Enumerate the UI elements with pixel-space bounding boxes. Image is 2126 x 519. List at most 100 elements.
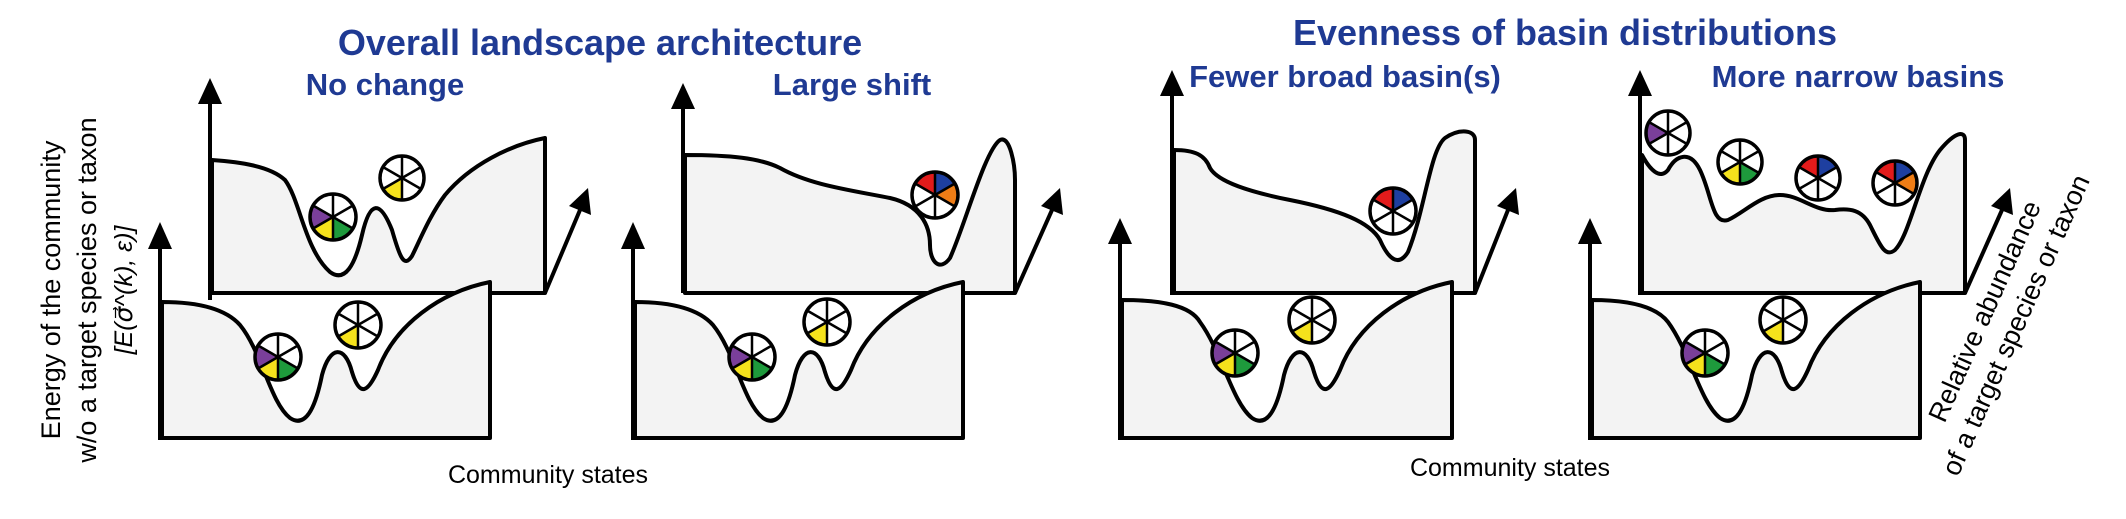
wheel-sector-orange <box>935 183 959 207</box>
wheel-divider <box>1648 131 1669 146</box>
wheel-divider <box>382 165 403 180</box>
wheel-divider <box>1894 181 1915 196</box>
wheel-divider <box>312 215 334 230</box>
wheel-divider <box>914 182 936 197</box>
fewer-broad-heading: Fewer broad basin(s) <box>1189 59 1501 94</box>
wheel-divider <box>1798 176 1819 191</box>
wheel-divider <box>751 355 773 370</box>
wheel-divider <box>1234 351 1256 366</box>
panel-large-shift <box>621 83 1063 440</box>
wheel-divider <box>1392 209 1414 224</box>
wheel-sector-purple <box>1681 341 1705 365</box>
wheel-divider <box>1234 340 1256 355</box>
wheel-divider <box>1704 340 1726 355</box>
wheel-outline <box>1758 295 1808 345</box>
depth-axis <box>1013 209 1054 294</box>
wheel-no-change-front-right <box>333 300 383 350</box>
front-landscape <box>160 280 492 440</box>
wheel-divider <box>357 323 379 338</box>
wheel-divider <box>1762 318 1784 333</box>
wheel-divider <box>1684 340 1706 355</box>
y-axis-label-line1: Energy of the community <box>36 140 66 439</box>
wheel-more-narrow-back-4 <box>1871 159 1919 207</box>
wheel-sector-white <box>1873 172 1895 194</box>
wheel-sector-white <box>1235 341 1259 365</box>
back-y-arrowhead <box>1160 70 1184 96</box>
wheel-sector-white <box>1718 151 1740 173</box>
wheel-outline <box>308 192 358 242</box>
wheel-divider <box>1372 198 1394 213</box>
wheel-sector-white <box>333 205 357 229</box>
wheel-divider <box>1720 160 1741 175</box>
wheel-outline <box>1794 154 1842 202</box>
wheel-more-narrow-front-right <box>1758 295 1808 345</box>
wheel-sector-purple <box>254 345 278 369</box>
wheel-outline <box>910 170 960 220</box>
wheel-sector-white <box>1759 308 1783 332</box>
wheel-outline <box>1680 328 1730 378</box>
front-landscape <box>1590 280 1922 440</box>
wheel-sector-white <box>1783 308 1807 332</box>
wheel-divider <box>1817 165 1838 180</box>
wheel-sector-purple <box>309 205 333 229</box>
wheel-divider <box>357 312 379 327</box>
no-change-heading: No change <box>306 67 464 102</box>
depth-axis <box>1963 209 2004 294</box>
wheel-divider <box>401 176 422 191</box>
wheel-sector-purple <box>1211 341 1235 365</box>
wheel-divider <box>312 204 334 219</box>
wheel-sector-white <box>1369 199 1393 223</box>
wheel-outline <box>802 297 852 347</box>
front-y-arrowhead <box>148 222 172 249</box>
wheel-sector-white <box>334 313 358 337</box>
wheel-divider <box>1291 318 1313 333</box>
wheel-more-narrow-back-3 <box>1794 154 1842 202</box>
wheel-sector-purple <box>728 345 752 369</box>
wheel-divider <box>401 165 422 180</box>
wheel-divider <box>1704 351 1726 366</box>
back-landscape <box>1640 132 1967 295</box>
wheel-divider <box>1782 318 1804 333</box>
wheel-sector-white <box>380 167 402 189</box>
wheel-more-narrow-back-2 <box>1716 138 1764 186</box>
wheel-divider <box>337 312 359 327</box>
wheel-no-change-front-left <box>253 332 303 382</box>
wheel-divider <box>1372 209 1394 224</box>
wheel-divider <box>1817 176 1838 191</box>
wheel-outline <box>378 154 426 202</box>
wheel-divider <box>1875 181 1896 196</box>
wheel-more-narrow-back-1 <box>1644 109 1692 157</box>
wheel-sector-white <box>1288 308 1312 332</box>
wheel-divider <box>1720 149 1741 164</box>
front-landscape <box>633 280 965 440</box>
wheel-fewer-broad-front-left <box>1210 328 1260 378</box>
wheel-divider <box>1739 149 1760 164</box>
wheel-divider <box>751 344 773 359</box>
wheel-outline <box>1644 109 1692 157</box>
depth-axis <box>1473 209 1510 294</box>
x-axis-label-right: Community states <box>1410 454 1610 482</box>
wheel-divider <box>257 355 279 370</box>
wheel-sector-orange <box>1895 172 1917 194</box>
depth-axis <box>543 209 582 294</box>
wheel-sector-white <box>1818 167 1840 189</box>
wheel-divider <box>337 323 359 338</box>
wheel-divider <box>934 193 956 208</box>
depth-arrowhead <box>1991 188 2013 215</box>
large-shift-heading: Large shift <box>773 67 931 102</box>
wheel-sector-white <box>402 167 424 189</box>
wheel-divider <box>1648 120 1669 135</box>
wheel-divider <box>1684 351 1706 366</box>
evenness-title: Evenness of basin distributions <box>1293 12 1837 53</box>
wheel-divider <box>1214 340 1236 355</box>
wheel-divider <box>826 320 848 335</box>
wheel-divider <box>731 344 753 359</box>
front-y-arrowhead <box>621 222 645 249</box>
wheel-fewer-broad-front-right <box>1287 295 1337 345</box>
wheel-sector-white <box>803 310 827 334</box>
panel-no-change <box>148 78 591 440</box>
wheel-large-shift-back <box>910 170 960 220</box>
wheel-sector-white <box>1393 199 1417 223</box>
wheel-divider <box>382 176 403 191</box>
wheel-divider <box>1762 307 1784 322</box>
